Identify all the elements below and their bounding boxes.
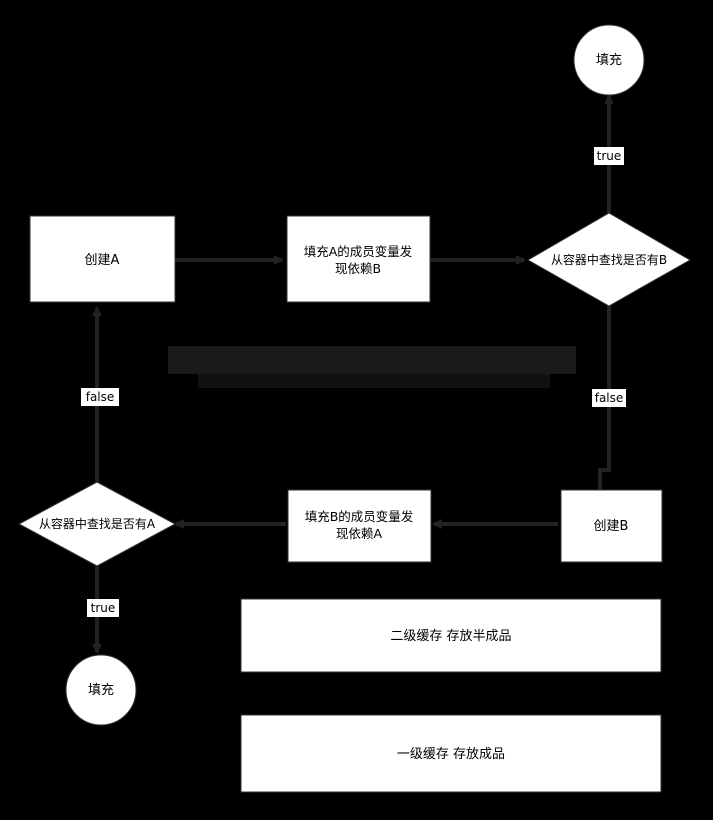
node-create-a: 创建A	[29, 215, 176, 303]
obscured-band	[168, 346, 576, 388]
node-fill-bottom-label: 填充	[88, 682, 114, 698]
node-fill-a-label-line1: 填充A的成员变量发	[304, 244, 413, 259]
node-fill-a: 填充A的成员变量发 现依赖B	[286, 215, 431, 303]
edge-label-false-right-text: false	[595, 391, 624, 405]
edge-label-true-top-text: true	[597, 149, 622, 163]
node-find-b: 从容器中查找是否有B	[526, 212, 692, 307]
node-fill-b: 填充B的成员变量发 现依赖A	[287, 489, 432, 563]
node-find-a: 从容器中查找是否有A	[17, 481, 177, 567]
node-fill-top: 填充	[573, 24, 645, 96]
node-level2-cache: 二级缓存 存放半成品	[240, 598, 662, 673]
edge-find-b-to-create-b	[598, 306, 611, 490]
node-find-b-label: 从容器中查找是否有B	[551, 252, 667, 267]
node-fill-b-label-line1: 填充B的成员变量发	[305, 509, 414, 524]
node-create-a-label: 创建A	[85, 253, 120, 268]
edge-label-true-top: true	[594, 147, 624, 165]
edge-label-true-bottom-text: true	[91, 601, 116, 615]
node-create-b: 创建B	[560, 489, 663, 563]
edge-label-true-bottom: true	[87, 599, 119, 617]
node-fill-a-label-line2: 现依赖B	[335, 261, 381, 276]
node-level1-cache-label: 一级缓存 存放成品	[397, 747, 505, 762]
node-fill-top-label: 填充	[596, 52, 622, 68]
node-find-a-label: 从容器中查找是否有A	[39, 516, 156, 531]
node-level1-cache: 一级缓存 存放成品	[240, 714, 662, 793]
node-create-b-label: 创建B	[594, 519, 629, 534]
node-fill-bottom: 填充	[65, 654, 137, 726]
edge-label-false-right: false	[592, 389, 626, 407]
node-level2-cache-label: 二级缓存 存放半成品	[390, 629, 511, 644]
node-fill-b-label-line2: 现依赖A	[336, 526, 383, 541]
edge-label-false-left-text: false	[86, 390, 115, 404]
edge-label-false-left: false	[81, 388, 119, 406]
